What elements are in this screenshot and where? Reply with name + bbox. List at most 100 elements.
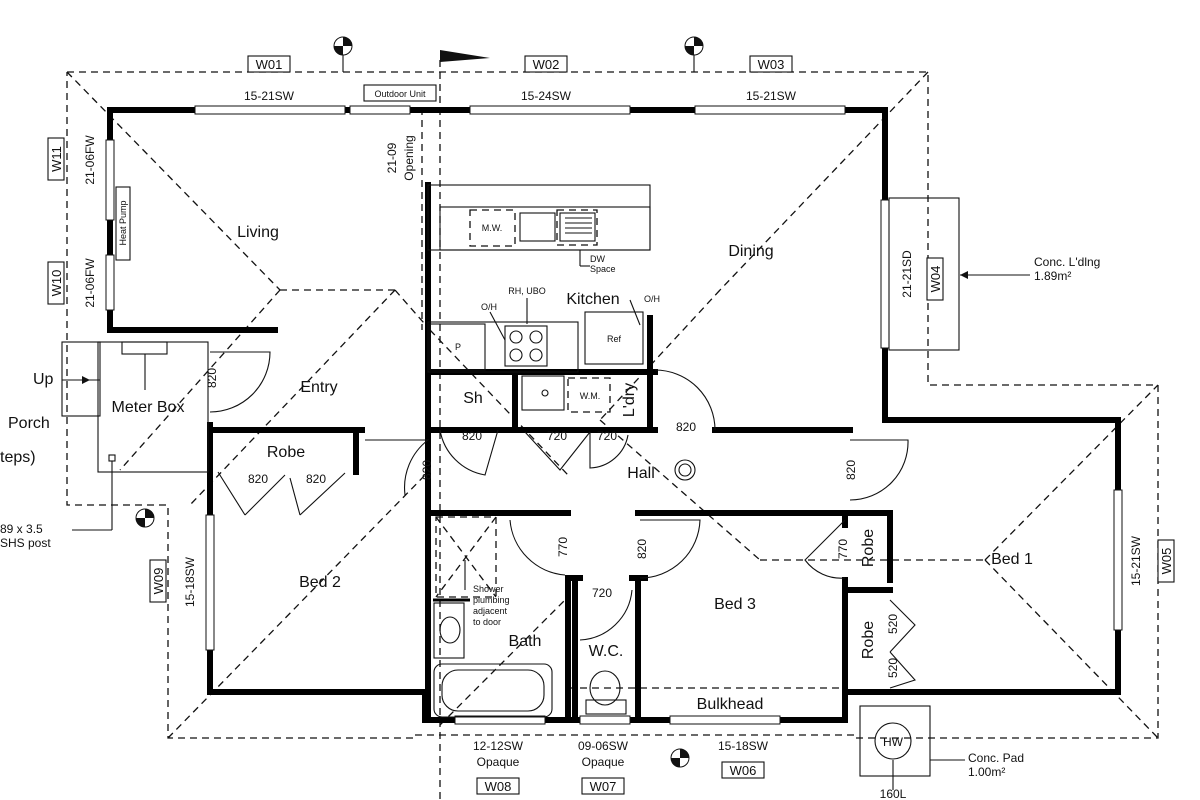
outdoor-unit-box	[363, 84, 437, 102]
size-w02: 15-24SW	[521, 89, 572, 103]
size-w04: 21-21SD	[900, 250, 914, 298]
size-w10: 21-06FW	[83, 258, 97, 308]
door-robe-bed2-a: 820	[248, 472, 268, 486]
shs-post	[108, 454, 116, 462]
opening-label: Opening	[402, 135, 416, 180]
north-arrow	[440, 50, 490, 62]
arrow-head	[960, 271, 968, 279]
toilet-cistern	[585, 699, 627, 715]
toilet-bowl	[589, 670, 621, 706]
door-shower: 820	[462, 429, 482, 443]
window-w09	[205, 514, 215, 651]
sink	[519, 212, 556, 242]
post-type: SHS post	[0, 536, 51, 550]
hip-line	[439, 599, 566, 726]
door-laundry-a: 720	[547, 429, 567, 443]
size-w08: 12-12SW	[473, 739, 524, 753]
door-robe-bed2-b: 820	[306, 472, 326, 486]
shower-note-1: Shower	[473, 584, 504, 594]
door-wc: 720	[592, 586, 612, 600]
oh-leader	[489, 311, 506, 341]
tag-box	[1157, 539, 1175, 583]
bath-inner	[441, 669, 545, 712]
basin	[439, 616, 461, 644]
door-bed1: 820	[844, 460, 858, 480]
tag-w01: W01	[256, 57, 283, 72]
kitchen-bench	[427, 321, 579, 373]
island-bench	[439, 206, 651, 251]
window-w01	[194, 105, 346, 115]
hip-line	[984, 384, 1159, 561]
oh-label-2: O/H	[644, 294, 660, 304]
tag-w07: W07	[590, 779, 617, 794]
door-bed3: 820	[635, 539, 649, 559]
hip-line	[599, 289, 721, 421]
size-w06: 15-18SW	[718, 739, 769, 753]
room-laundry: L'dry	[621, 383, 638, 417]
window-outdoor	[349, 105, 411, 115]
tag-box	[581, 777, 625, 795]
pad-label: Conc. Pad	[968, 751, 1024, 765]
meter-box	[121, 341, 168, 355]
hip-line	[599, 419, 761, 561]
room-entry: Entry	[300, 379, 337, 396]
porch-step	[61, 341, 101, 417]
tag-box	[476, 777, 520, 795]
room-bath: Bath	[509, 633, 542, 650]
hw-label: HW	[883, 735, 904, 749]
tag-box	[149, 559, 167, 603]
tag-box	[47, 261, 65, 305]
up-label: Up	[33, 371, 54, 388]
oh-label: O/H	[481, 302, 497, 312]
tub-drain	[541, 389, 549, 397]
room-meter-box: Meter Box	[112, 399, 185, 416]
tag-w02: W02	[533, 57, 560, 72]
tag-w04: W04	[928, 266, 943, 293]
survey-marker	[135, 508, 155, 528]
fridge-label: Ref	[607, 334, 622, 344]
bulkhead-label: Bulkhead	[697, 696, 764, 713]
microwave	[469, 209, 516, 247]
eave-outline	[66, 71, 1159, 739]
survey-marker	[333, 36, 353, 72]
pantry-label: P	[455, 342, 461, 352]
burner	[529, 330, 543, 344]
landing-area: 1.89m²	[1034, 269, 1071, 283]
hw-pad	[859, 705, 931, 777]
opening-size: 21-09	[385, 142, 399, 173]
hw-unit	[874, 722, 912, 760]
door-swings	[209, 351, 916, 689]
window-w08	[454, 715, 546, 725]
heat-pump-label: Heat Pump	[118, 200, 128, 245]
door-bed2: 820	[420, 460, 434, 480]
window-w05	[1113, 489, 1123, 631]
kitchen-island	[427, 184, 651, 251]
window-w07	[579, 715, 631, 725]
room-dining: Dining	[728, 243, 773, 260]
tag-box	[524, 55, 568, 73]
burner	[529, 348, 543, 362]
size-w11: 21-06FW	[83, 135, 97, 185]
smoke-detector-inner	[678, 463, 692, 477]
door-bath: 770	[556, 537, 570, 557]
arrow-head	[82, 376, 90, 384]
shower-note-2: plumbing	[473, 595, 510, 605]
door-robe-pair-b: 520	[886, 614, 900, 634]
room-shower: Sh	[463, 390, 483, 407]
tag-box	[247, 55, 291, 73]
size-w03: 15-21SW	[746, 89, 797, 103]
laundry-tub	[521, 375, 565, 411]
hip-line	[66, 71, 281, 291]
size-w07: 09-06SW	[578, 739, 629, 753]
tag-w06: W06	[730, 763, 757, 778]
oh-leader	[629, 299, 641, 326]
porch-steps: teps)	[0, 449, 36, 466]
window-w11	[105, 139, 115, 221]
opaque-w08: Opaque	[477, 755, 520, 769]
window-w10	[105, 254, 115, 311]
hip-line	[189, 289, 396, 506]
burner	[509, 348, 523, 362]
room-wc: W.C.	[589, 643, 624, 660]
room-hall: Hall	[627, 465, 655, 482]
